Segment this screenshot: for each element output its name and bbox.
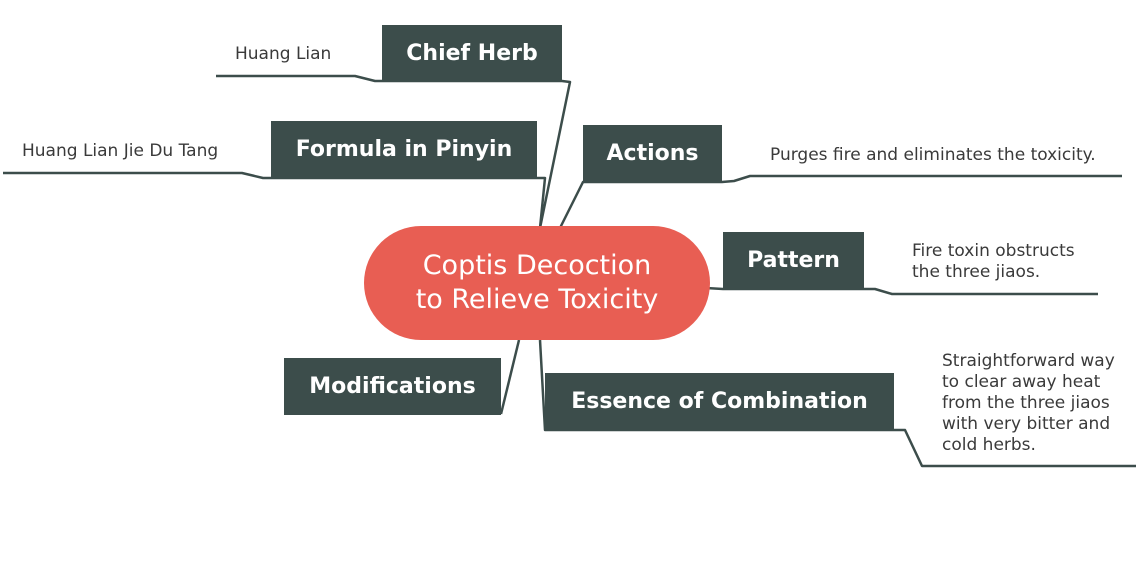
essence-detail: Straightforward way to clear away heat f…	[942, 351, 1115, 455]
chief-herb-label: Chief Herb	[406, 40, 538, 66]
connector-essence	[538, 339, 1136, 468]
connector-chief-herb	[216, 74, 572, 229]
essence-label: Essence of Combination	[571, 389, 868, 414]
modifications-label: Modifications	[309, 374, 476, 399]
pattern-node[interactable]: Pattern	[723, 232, 864, 289]
formula-pinyin-node[interactable]: Formula in Pinyin	[271, 121, 537, 178]
connector-formula-pinyin	[3, 171, 547, 229]
chief-herb-detail: Huang Lian	[235, 44, 332, 64]
connector-modifications	[499, 339, 521, 415]
actions-detail: Purges fire and eliminates the toxicity.	[770, 145, 1096, 165]
formula-pinyin-label: Formula in Pinyin	[295, 137, 513, 162]
formula-pinyin-detail: Huang Lian Jie Du Tang	[22, 141, 219, 161]
pattern-label: Pattern	[747, 248, 840, 273]
chief-herb-node[interactable]: Chief Herb	[382, 25, 562, 81]
pattern-detail: Fire toxin obstructs the three jiaos.	[912, 241, 1075, 282]
central-topic-label: Coptis Decoction to Relieve Toxicity	[415, 250, 659, 315]
actions-node[interactable]: Actions	[583, 125, 722, 182]
actions-label: Actions	[606, 141, 699, 166]
central-topic[interactable]: Coptis Decoction to Relieve Toxicity	[364, 226, 710, 340]
modifications-node[interactable]: Modifications	[284, 358, 501, 415]
connector-actions	[558, 174, 1122, 229]
connector-pattern	[705, 286, 1098, 296]
essence-node[interactable]: Essence of Combination	[545, 373, 894, 430]
